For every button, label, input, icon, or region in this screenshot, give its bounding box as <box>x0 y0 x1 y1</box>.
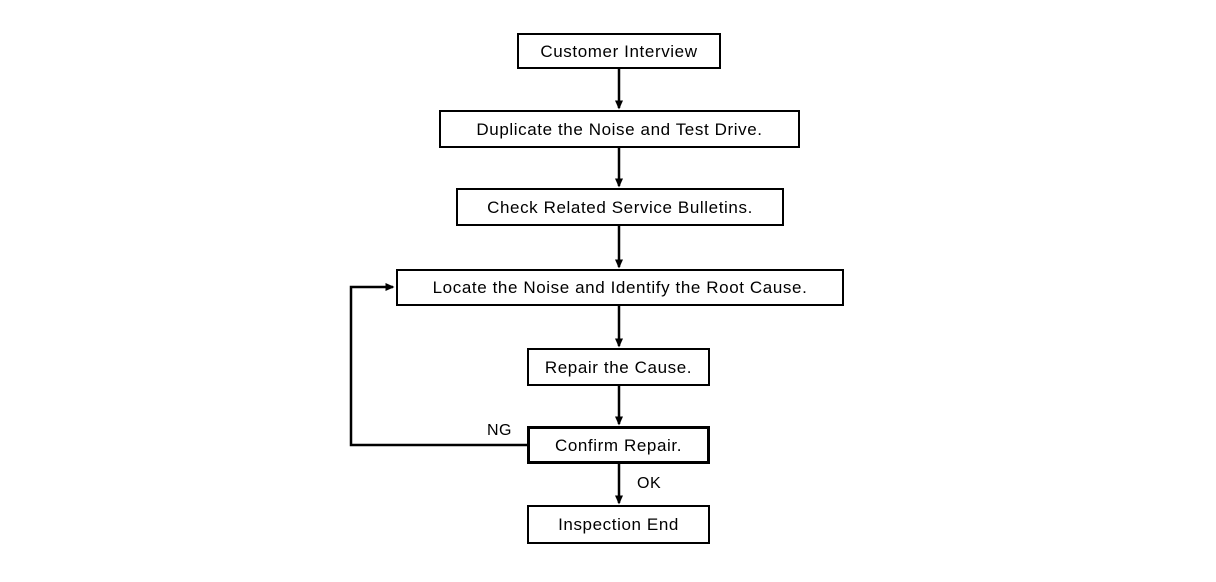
node-confirm-repair[interactable]: Confirm Repair. <box>527 426 710 464</box>
connector-ng-feedback-loop <box>349 283 527 447</box>
node-label: Check Related Service Bulletins. <box>487 197 753 217</box>
node-label: Inspection End <box>558 515 679 534</box>
node-repair-the-cause[interactable]: Repair the Cause. <box>527 348 710 386</box>
edge-label-ok: OK <box>637 475 662 492</box>
node-label: Duplicate the Noise and Test Drive. <box>476 119 763 139</box>
node-label: Confirm Repair. <box>554 435 683 455</box>
node-label: Repair the Cause. <box>544 357 693 377</box>
node-inspection-end[interactable]: Inspection End <box>527 505 710 544</box>
edge-label-ng: NG <box>487 422 512 439</box>
node-customer-interview[interactable]: Customer Interview <box>517 33 721 69</box>
node-check-service-bulletins[interactable]: Check Related Service Bulletins. <box>456 188 784 226</box>
node-label: Locate the Noise and Identify the Root C… <box>432 278 808 297</box>
node-label: Customer Interview <box>540 41 698 61</box>
node-duplicate-noise-test-drive[interactable]: Duplicate the Noise and Test Drive. <box>439 110 800 148</box>
node-locate-noise-identify-root-cause[interactable]: Locate the Noise and Identify the Root C… <box>396 269 844 306</box>
